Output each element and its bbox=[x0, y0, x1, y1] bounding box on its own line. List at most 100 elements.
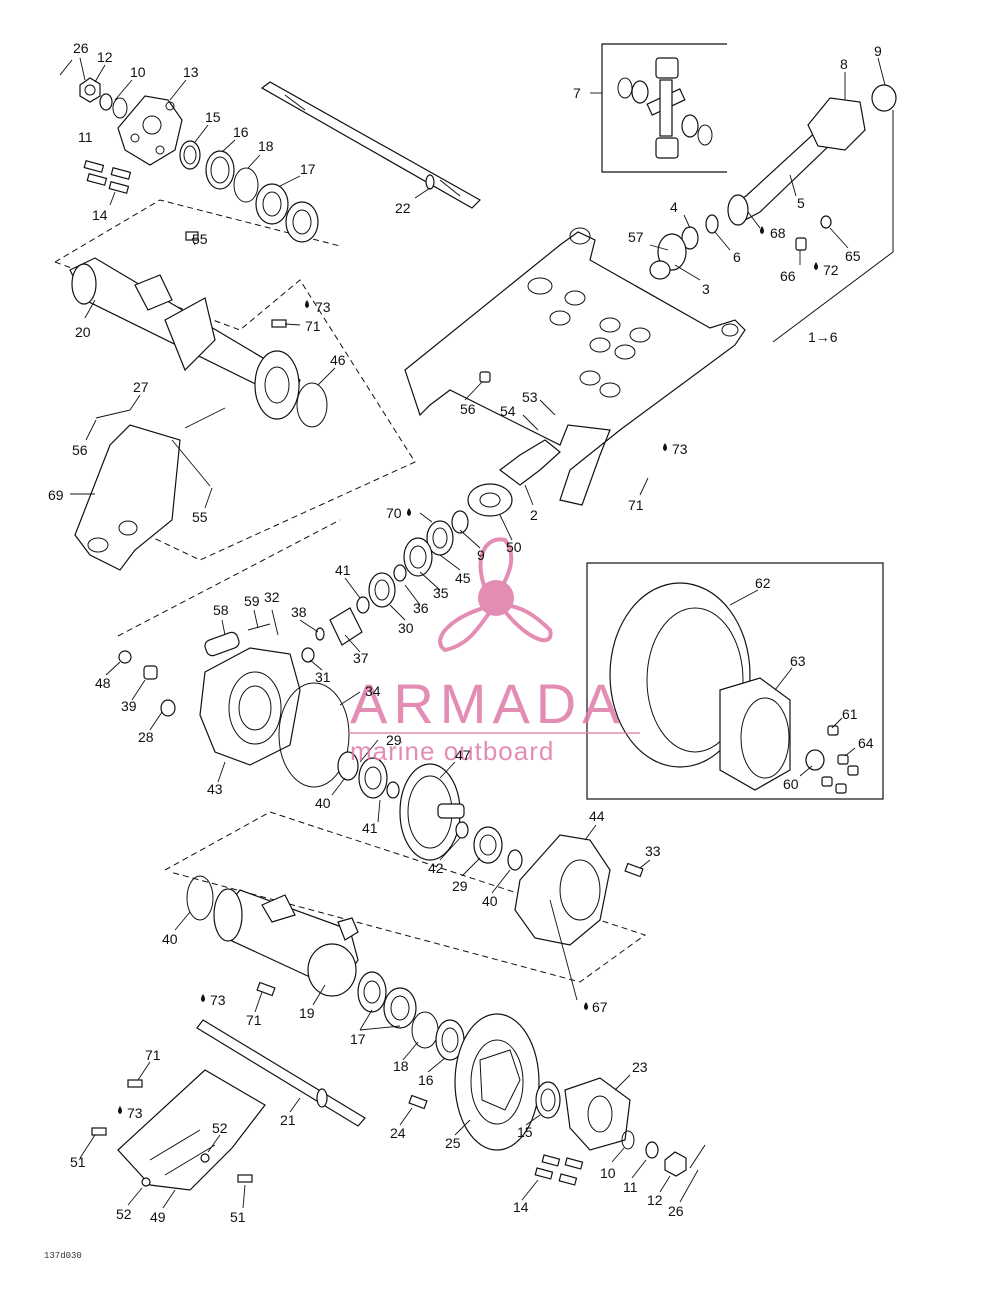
axle-shaft-top bbox=[260, 81, 481, 209]
callout-37: 37 bbox=[353, 650, 369, 666]
callout-13: 13 bbox=[183, 64, 199, 80]
callout-66: 66 bbox=[780, 268, 796, 284]
callout-51: 51 bbox=[70, 1154, 86, 1170]
callout-35: 35 bbox=[433, 585, 449, 601]
callout-55: 55 bbox=[192, 231, 208, 247]
callout-58: 58 bbox=[213, 602, 229, 618]
drop-icon bbox=[407, 508, 411, 516]
callout-48: 48 bbox=[95, 675, 111, 691]
drop-icon bbox=[584, 1002, 588, 1010]
drop-icon bbox=[201, 994, 205, 1002]
lubricant-drop-icons bbox=[118, 226, 818, 1114]
callout-46: 46 bbox=[330, 352, 346, 368]
callout-40: 40 bbox=[315, 795, 331, 811]
universal-joint-detail bbox=[617, 57, 713, 159]
callout-43: 43 bbox=[207, 781, 223, 797]
drop-icon bbox=[814, 262, 818, 270]
callout-22: 22 bbox=[395, 200, 411, 216]
callout-73: 73 bbox=[210, 992, 226, 1008]
callout-53: 53 bbox=[522, 389, 538, 405]
callout-9: 9 bbox=[477, 547, 485, 563]
callout-21: 21 bbox=[280, 1112, 296, 1128]
callout-18: 18 bbox=[393, 1058, 409, 1074]
callout-63: 63 bbox=[790, 653, 806, 669]
callout-45: 45 bbox=[455, 570, 471, 586]
propeller-logo-icon bbox=[438, 537, 553, 653]
callout-69: 69 bbox=[48, 487, 64, 503]
callout-71: 71 bbox=[305, 318, 321, 334]
callout-38: 38 bbox=[291, 604, 307, 620]
callout-17: 17 bbox=[300, 161, 316, 177]
drop-icon bbox=[663, 443, 667, 451]
callout-15: 15 bbox=[517, 1124, 533, 1140]
callout-73: 73 bbox=[127, 1105, 143, 1121]
callout-5: 5 bbox=[797, 195, 805, 211]
callout-20: 20 bbox=[75, 324, 91, 340]
callout-26: 26 bbox=[668, 1203, 684, 1219]
axle-shaft-lower bbox=[196, 1019, 366, 1127]
callout-50: 50 bbox=[506, 539, 522, 555]
callout-11: 11 bbox=[623, 1179, 638, 1195]
callout-52: 52 bbox=[116, 1206, 132, 1222]
wheel-detail-frame bbox=[586, 562, 884, 800]
callout-73: 73 bbox=[315, 299, 331, 315]
callout-17: 17 bbox=[350, 1031, 366, 1047]
callout-64: 64 bbox=[858, 735, 874, 751]
ring-gear-and-cover bbox=[399, 763, 644, 946]
hub-assembly-top bbox=[59, 59, 319, 243]
callout-61: 61 bbox=[842, 706, 858, 722]
callout-59: 59 bbox=[244, 593, 260, 609]
watermark-tagline: marine outboard bbox=[350, 736, 554, 766]
callout-60: 60 bbox=[783, 776, 799, 792]
callout-40: 40 bbox=[162, 931, 178, 947]
armada-watermark: ARMADA marine outboard bbox=[348, 537, 640, 766]
callout-57: 57 bbox=[628, 229, 644, 245]
callout-47: 47 bbox=[455, 747, 471, 763]
callout-29: 29 bbox=[452, 878, 468, 894]
callout-1-to-6: 1→6 bbox=[808, 329, 838, 345]
callout-54: 54 bbox=[500, 403, 516, 419]
callout-39: 39 bbox=[121, 698, 137, 714]
callout-62: 62 bbox=[755, 575, 771, 591]
callout-70: 70 bbox=[386, 505, 402, 521]
callout-23: 23 bbox=[632, 1059, 648, 1075]
callout-49: 49 bbox=[150, 1209, 166, 1225]
callout-32: 32 bbox=[264, 589, 280, 605]
callout-4: 4 bbox=[670, 199, 678, 215]
callout-65: 65 bbox=[845, 248, 861, 264]
callout-68: 68 bbox=[770, 225, 786, 241]
callout-51: 51 bbox=[230, 1209, 246, 1225]
diff-housing-43 bbox=[118, 623, 400, 799]
drop-icon bbox=[118, 1106, 122, 1114]
callout-55: 55 bbox=[192, 509, 208, 525]
callout-71: 71 bbox=[145, 1047, 161, 1063]
callout-56: 56 bbox=[460, 401, 476, 417]
callout-12: 12 bbox=[97, 49, 113, 65]
callout-27: 27 bbox=[133, 379, 149, 395]
callout-8: 8 bbox=[840, 56, 848, 72]
callout-6: 6 bbox=[733, 249, 741, 265]
drop-icon bbox=[305, 300, 309, 308]
callout-10: 10 bbox=[600, 1165, 616, 1181]
bracket-69 bbox=[74, 407, 226, 571]
callout-29: 29 bbox=[386, 732, 402, 748]
callout-40: 40 bbox=[482, 893, 498, 909]
callout-2: 2 bbox=[530, 507, 538, 523]
callout-24: 24 bbox=[390, 1125, 406, 1141]
ujoint-detail-frame bbox=[601, 43, 727, 173]
drive-shaft-assembly bbox=[649, 84, 897, 343]
callout-25: 25 bbox=[445, 1135, 461, 1151]
callout-14: 14 bbox=[513, 1199, 529, 1215]
callout-33: 33 bbox=[645, 843, 661, 859]
callout-16: 16 bbox=[418, 1072, 434, 1088]
callout-34: 34 bbox=[365, 683, 381, 699]
watermark-brand: ARMADA bbox=[350, 672, 626, 735]
leader-lines bbox=[70, 57, 886, 1209]
brake-disc-and-hub bbox=[408, 1013, 706, 1186]
callout-26: 26 bbox=[73, 40, 89, 56]
callout-18: 18 bbox=[258, 138, 274, 154]
callout-44: 44 bbox=[589, 808, 605, 824]
callout-11: 11 bbox=[78, 129, 93, 145]
callout-71: 71 bbox=[628, 497, 644, 513]
